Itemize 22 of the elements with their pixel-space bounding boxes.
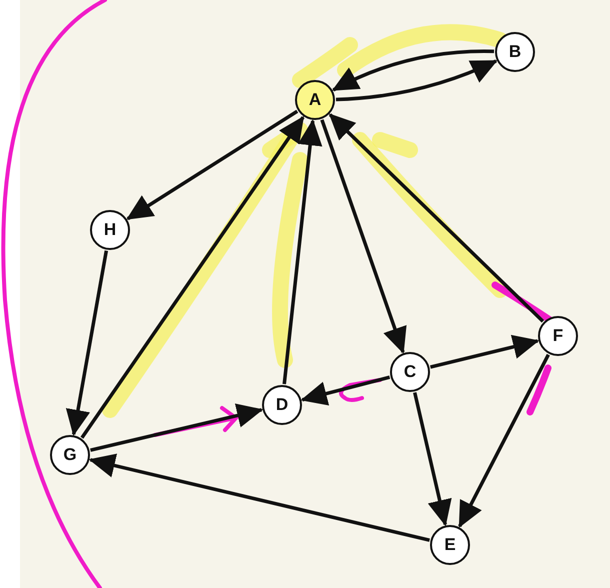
arrow	[126, 110, 298, 220]
arrow	[328, 113, 544, 323]
arrow	[320, 119, 407, 354]
arrow	[66, 250, 108, 436]
node-label: A	[308, 90, 322, 110]
arrow	[430, 334, 540, 369]
node-label: D	[276, 395, 288, 415]
node-label: H	[104, 220, 116, 240]
node-label: F	[552, 326, 564, 346]
arrow	[458, 354, 550, 528]
node-label: C	[404, 362, 416, 382]
arrow	[336, 59, 498, 102]
node-label: B	[508, 42, 522, 62]
node-label: G	[63, 445, 77, 465]
arrow	[332, 49, 494, 92]
arrow	[282, 119, 322, 384]
arrow	[90, 404, 264, 452]
arrow	[300, 376, 390, 406]
arrow	[88, 454, 430, 542]
node-label: E	[444, 535, 456, 555]
arrow	[413, 392, 452, 526]
arrow	[80, 116, 305, 439]
